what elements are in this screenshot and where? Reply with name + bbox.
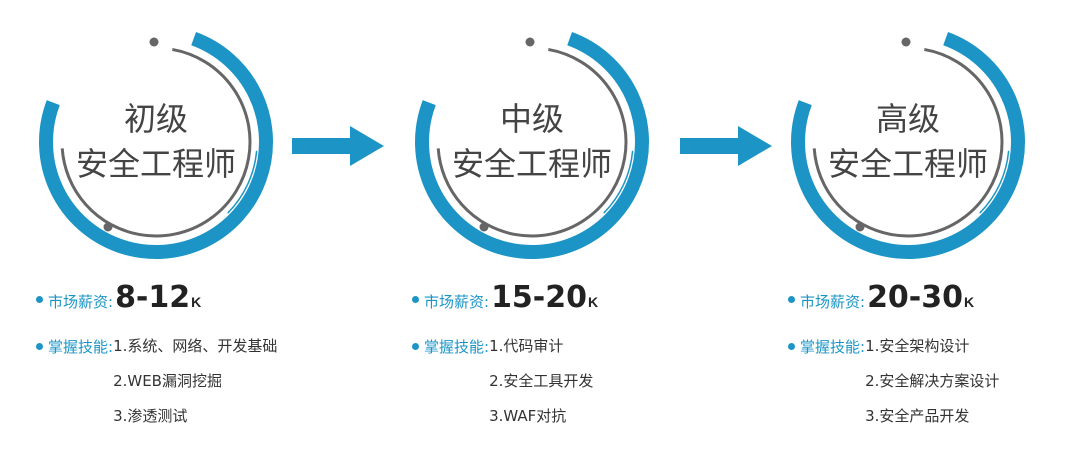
ring-knob-icon — [103, 222, 113, 232]
skills-label: 掌握技能: — [48, 338, 114, 356]
bullet-dot-icon — [788, 343, 795, 350]
skill-item: 3.渗透测试 — [113, 407, 188, 425]
salary-value: 15-20 — [491, 280, 588, 315]
skills-row: 掌握技能: 1.代码审计 2.安全工具开发 3.WAF对抗 — [412, 336, 722, 441]
level-ring: 中级 安全工程师 — [412, 22, 652, 262]
salary-value: 20-30 — [867, 280, 964, 315]
level-senior: 高级 安全工程师 市场薪资: 20-30 K 掌握技能: 1.安全架构设计 2.… — [788, 0, 1066, 460]
skill-item: 2.安全工具开发 — [489, 372, 594, 390]
role-name: 安全工程师 — [75, 145, 236, 183]
role-name: 安全工程师 — [451, 145, 612, 183]
skills-list: 1.安全架构设计 2.安全解决方案设计 3.安全产品开发 — [865, 336, 999, 441]
ring-graphic — [39, 25, 273, 259]
level-name: 初级 — [123, 100, 188, 139]
ring-graphic — [791, 25, 1025, 259]
right-arrow-icon — [680, 126, 772, 166]
bullet-dot-icon — [36, 296, 43, 303]
skill-item: 3.WAF对抗 — [489, 407, 567, 425]
bullet-dot-icon — [788, 296, 795, 303]
role-name: 安全工程师 — [827, 145, 988, 183]
level-name: 高级 — [875, 100, 940, 139]
skill-item: 1.系统、网络、开发基础 — [113, 337, 278, 355]
bullet-dot-icon — [412, 343, 419, 350]
ring-knob-icon — [855, 222, 865, 232]
ring-knob-icon — [901, 37, 911, 47]
salary-row: 市场薪资: 20-30 K — [788, 280, 1066, 320]
salary-row: 市场薪资: 15-20 K — [412, 280, 722, 320]
skills-label: 掌握技能: — [424, 338, 490, 356]
level-info: 市场薪资: 8-12 K 掌握技能: 1.系统、网络、开发基础 2.WEB漏洞挖… — [36, 280, 346, 441]
salary-value: 8-12 — [115, 280, 191, 315]
level-junior: 初级 安全工程师 市场薪资: 8-12 K 掌握技能: 1.系统、网络、开发基础… — [36, 0, 336, 460]
bullet-dot-icon — [412, 296, 419, 303]
bullet-dot-icon — [36, 343, 43, 350]
level-ring: 高级 安全工程师 — [788, 22, 1028, 262]
salary-unit: K — [964, 294, 975, 310]
level-info: 市场薪资: 15-20 K 掌握技能: 1.代码审计 2.安全工具开发 3.WA… — [412, 280, 722, 441]
skills-row: 掌握技能: 1.系统、网络、开发基础 2.WEB漏洞挖掘 3.渗透测试 — [36, 336, 346, 441]
salary-unit: K — [191, 294, 202, 310]
skills-row: 掌握技能: 1.安全架构设计 2.安全解决方案设计 3.安全产品开发 — [788, 336, 1066, 441]
salary-label: 市场薪资: — [800, 293, 866, 311]
level-ring: 初级 安全工程师 — [36, 22, 276, 262]
salary-unit: K — [588, 294, 599, 310]
ring-knob-icon — [479, 222, 489, 232]
skills-list: 1.系统、网络、开发基础 2.WEB漏洞挖掘 3.渗透测试 — [113, 336, 277, 441]
skill-item: 2.安全解决方案设计 — [865, 372, 1000, 390]
right-arrow-icon — [292, 126, 384, 166]
ring-knob-icon — [525, 37, 535, 47]
level-info: 市场薪资: 20-30 K 掌握技能: 1.安全架构设计 2.安全解决方案设计 … — [788, 280, 1066, 441]
ring-graphic — [415, 25, 649, 259]
skills-list: 1.代码审计 2.安全工具开发 3.WAF对抗 — [489, 336, 593, 441]
salary-row: 市场薪资: 8-12 K — [36, 280, 346, 320]
salary-label: 市场薪资: — [48, 293, 114, 311]
ring-knob-icon — [149, 37, 159, 47]
skill-item: 1.代码审计 — [489, 337, 564, 355]
skills-label: 掌握技能: — [800, 338, 866, 356]
skill-item: 2.WEB漏洞挖掘 — [113, 372, 222, 390]
level-name: 中级 — [499, 100, 564, 139]
skill-item: 1.安全架构设计 — [865, 337, 970, 355]
salary-label: 市场薪资: — [424, 293, 490, 311]
level-intermediate: 中级 安全工程师 市场薪资: 15-20 K 掌握技能: 1.代码审计 2.安全… — [412, 0, 712, 460]
skill-item: 3.安全产品开发 — [865, 407, 970, 425]
